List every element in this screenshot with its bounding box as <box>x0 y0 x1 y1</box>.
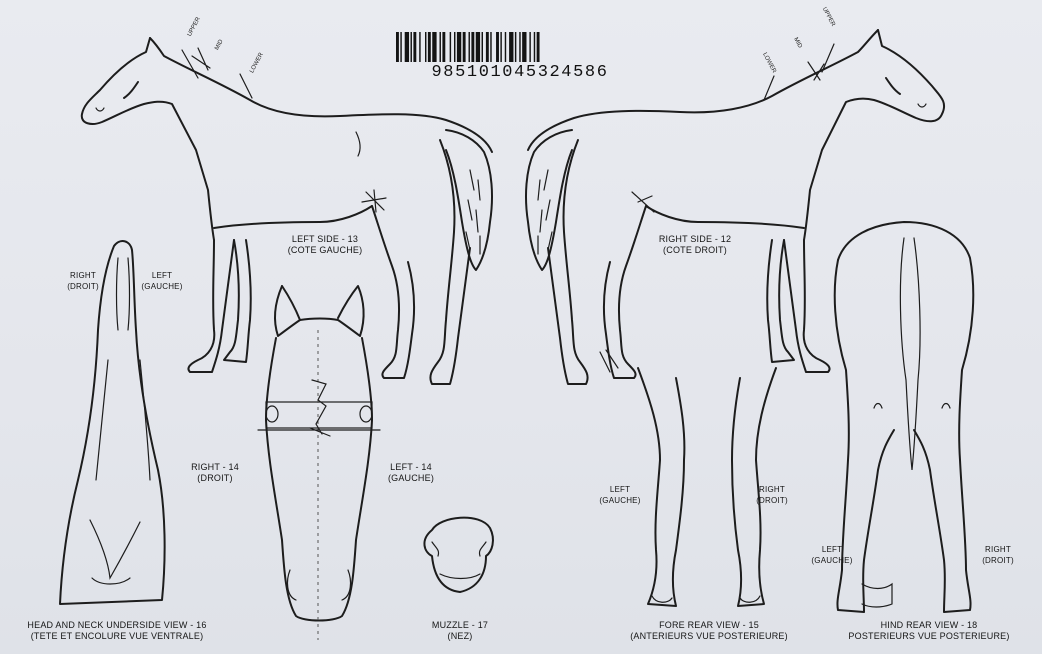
caption-left-side: LEFT SIDE - 13 (COTE GAUCHE) <box>270 234 380 256</box>
barcode-bar <box>400 32 401 62</box>
label-fore-left: LEFT (GAUCHE) <box>592 484 648 506</box>
caption-head-right: RIGHT - 14 (DROIT) <box>180 462 250 484</box>
barcode-bar <box>522 32 526 62</box>
barcode-bar <box>440 32 441 62</box>
label-neck-left: LEFT (GAUCHE) <box>136 270 188 292</box>
caption-muzzle: MUZZLE - 17 (NEZ) <box>410 620 510 642</box>
barcode-bar <box>509 32 513 62</box>
barcode-bar <box>469 32 470 62</box>
barcode-bar <box>396 32 399 62</box>
barcode-bar <box>471 32 474 62</box>
caption-head-neck-underside: HEAD AND NECK UNDERSIDE VIEW - 16 (TETE … <box>4 620 230 642</box>
barcode-bar <box>428 32 431 62</box>
caption-head-left: LEFT - 14 (GAUCHE) <box>376 462 446 484</box>
barcode-bar <box>490 32 491 62</box>
barcode-bar <box>537 32 540 62</box>
barcode-bar <box>411 32 412 62</box>
barcode-bar <box>405 32 409 62</box>
barcode-bar <box>515 32 516 62</box>
barcode-bar <box>457 32 461 62</box>
barcode-bar <box>419 32 420 62</box>
caption-right-side: RIGHT SIDE - 12 (COTE DROIT) <box>640 234 750 256</box>
barcode-bar <box>482 32 483 62</box>
barcode-bar <box>432 32 436 62</box>
muzzle-drawing <box>424 518 493 592</box>
barcode-bar <box>534 32 535 62</box>
caption-fore-rear-view: FORE REAR VIEW - 15 (ANTERIEURS VUE POST… <box>604 620 814 642</box>
barcode-bar <box>529 32 530 62</box>
barcode-bar <box>450 32 451 62</box>
barcode-bar <box>486 32 489 62</box>
barcode-bar <box>496 32 499 62</box>
barcode-bar <box>500 32 501 62</box>
caption-hind-rear-view: HIND REAR VIEW - 18 POSTERIEURS VUE POST… <box>822 620 1036 642</box>
barcode-bar <box>519 32 520 62</box>
barcode-bar <box>454 32 455 62</box>
barcode-bar <box>505 32 506 62</box>
label-hind-left: LEFT (GAUCHE) <box>804 544 860 566</box>
barcode-bar <box>463 32 466 62</box>
barcode <box>396 32 540 62</box>
barcode-number: 985101045324586 <box>388 63 652 82</box>
head-front-drawing <box>258 286 380 640</box>
barcode-bar <box>425 32 426 62</box>
label-neck-right: RIGHT (DROIT) <box>58 270 108 292</box>
barcode-bar <box>442 32 445 62</box>
right-side-horse <box>526 30 944 384</box>
barcode-bar <box>413 32 416 62</box>
head-neck-underside-drawing <box>60 241 165 604</box>
barcode-bar <box>476 32 480 62</box>
label-fore-right: RIGHT (DROIT) <box>744 484 800 506</box>
left-side-horse <box>82 38 492 384</box>
label-hind-right: RIGHT (DROIT) <box>970 544 1026 566</box>
